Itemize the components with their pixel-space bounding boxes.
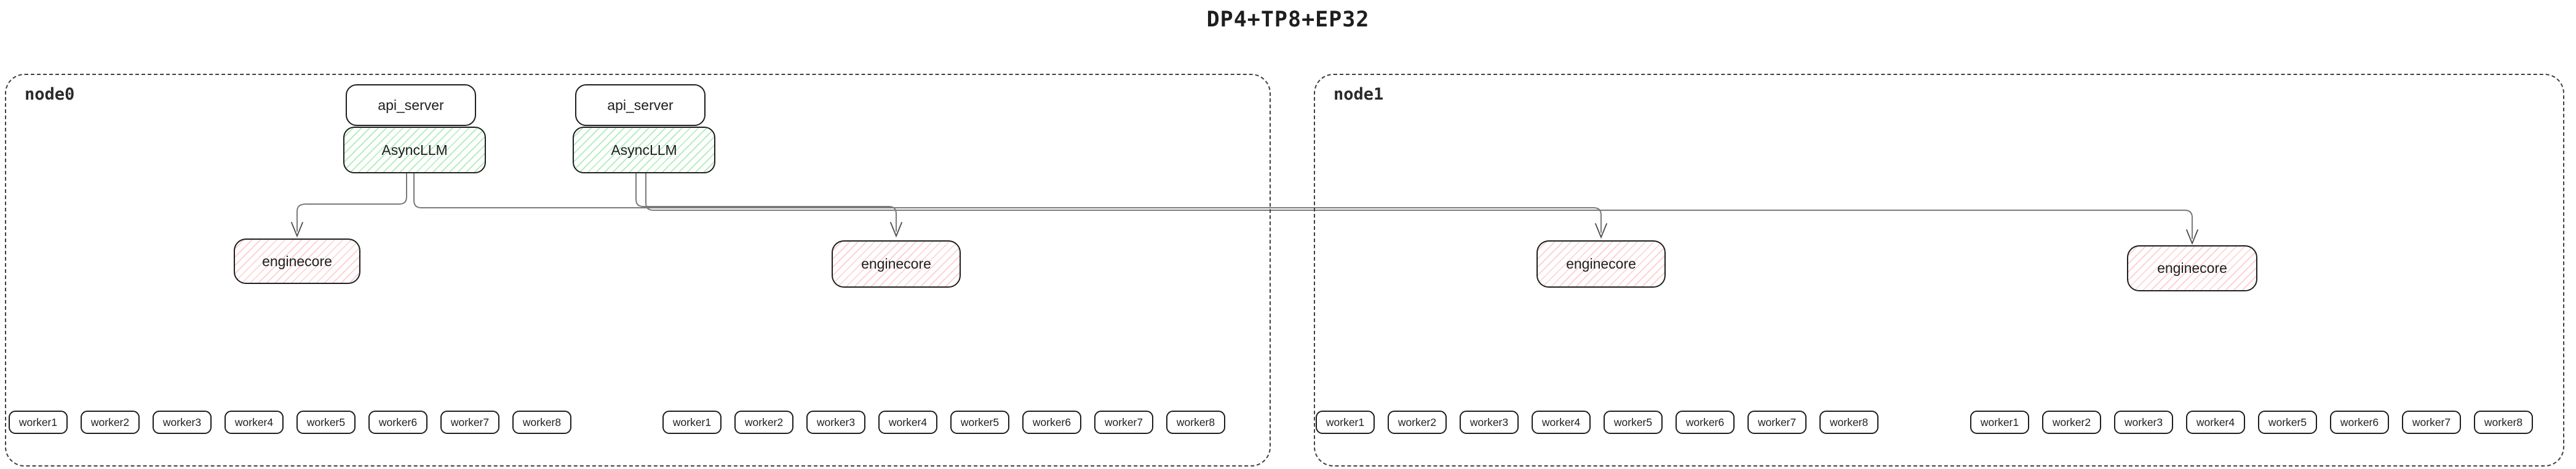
worker-box: worker7 [2402,411,2461,434]
worker-box: worker8 [512,411,571,434]
worker-box: worker7 [1094,411,1153,434]
worker-box: worker8 [2474,411,2533,434]
worker-box: worker4 [878,411,937,434]
worker-box: worker3 [806,411,865,434]
worker-box: worker1 [9,411,68,434]
worker-box: worker1 [662,411,722,434]
enginecore-box-1: enginecore [234,238,360,284]
worker-box: worker6 [368,411,427,434]
worker-box: worker8 [1819,411,1878,434]
asyncllm-box-1: AsyncLLM [343,127,486,173]
asyncllm-box-2: AsyncLLM [573,127,715,173]
node0-worker-group-1: worker1 worker2 worker3 worker4 worker5 … [9,411,571,434]
worker-box: worker6 [1022,411,1081,434]
enginecore-box-2: enginecore [832,240,961,288]
node1-worker-group-1: worker1 worker2 worker3 worker4 worker5 … [1316,411,1878,434]
node1-container: node1 [1314,74,2564,467]
worker-box: worker5 [950,411,1009,434]
worker-box: worker7 [440,411,499,434]
node1-label: node1 [1334,85,1384,104]
diagram-title: DP4+TP8+EP32 [1206,7,1370,32]
worker-box: worker1 [1970,411,2029,434]
worker-box: worker5 [2258,411,2317,434]
worker-box: worker2 [734,411,793,434]
worker-box: worker7 [1747,411,1807,434]
worker-box: worker3 [153,411,212,434]
enginecore-box-4: enginecore [2127,245,2257,291]
node0-label: node0 [25,85,75,104]
worker-box: worker6 [2330,411,2389,434]
worker-box: worker2 [81,411,140,434]
node0-container: node0 [5,74,1271,467]
worker-box: worker3 [2114,411,2173,434]
node0-worker-group-2: worker1 worker2 worker3 worker4 worker5 … [662,411,1225,434]
worker-box: worker8 [1166,411,1225,434]
worker-box: worker2 [1388,411,1447,434]
worker-box: worker4 [1532,411,1591,434]
worker-box: worker6 [1676,411,1735,434]
worker-box: worker2 [2042,411,2101,434]
api-server-box-1: api_server [346,84,476,126]
worker-box: worker3 [1460,411,1519,434]
worker-box: worker4 [225,411,284,434]
api-server-box-2: api_server [575,84,706,126]
enginecore-box-3: enginecore [1536,240,1666,288]
worker-box: worker1 [1316,411,1375,434]
worker-box: worker5 [296,411,356,434]
worker-box: worker5 [1604,411,1663,434]
worker-box: worker4 [2186,411,2245,434]
node1-worker-group-2: worker1 worker2 worker3 worker4 worker5 … [1970,411,2533,434]
